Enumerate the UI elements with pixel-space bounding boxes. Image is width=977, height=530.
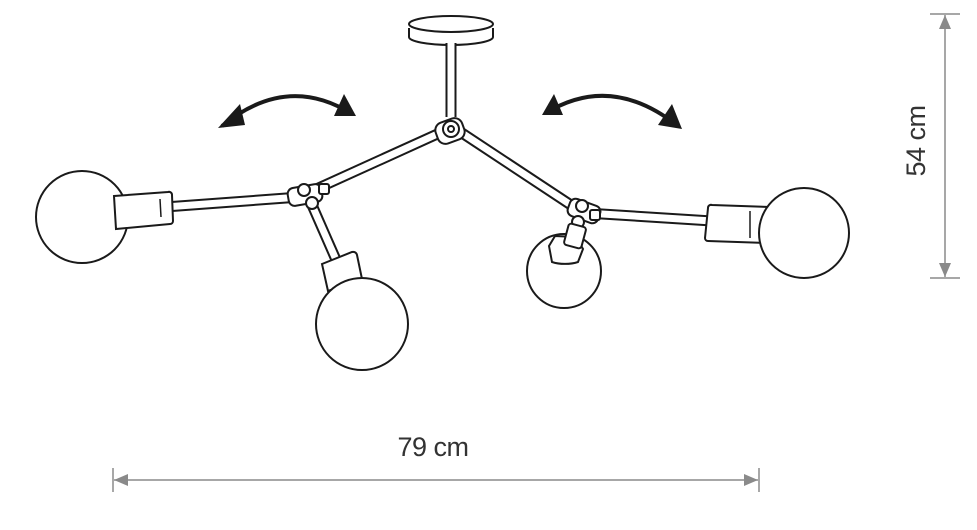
width-label: 79 cm (397, 432, 468, 462)
height-label: 54 cm (901, 105, 931, 176)
bulb-lower-right (526, 222, 602, 309)
right-joint (566, 197, 602, 229)
ceiling-canopy (408, 15, 494, 46)
bulb-far-left (35, 170, 175, 264)
width-dimension (112, 468, 760, 492)
center-hub (434, 117, 466, 145)
rotation-arrow-right (542, 93, 682, 129)
lamp-arms (164, 125, 713, 265)
bulb-far-right (703, 187, 850, 279)
height-dimension (930, 13, 960, 279)
left-joint (286, 183, 330, 210)
rotation-arrow-left (218, 94, 356, 128)
bulb-lower-left (315, 250, 409, 371)
